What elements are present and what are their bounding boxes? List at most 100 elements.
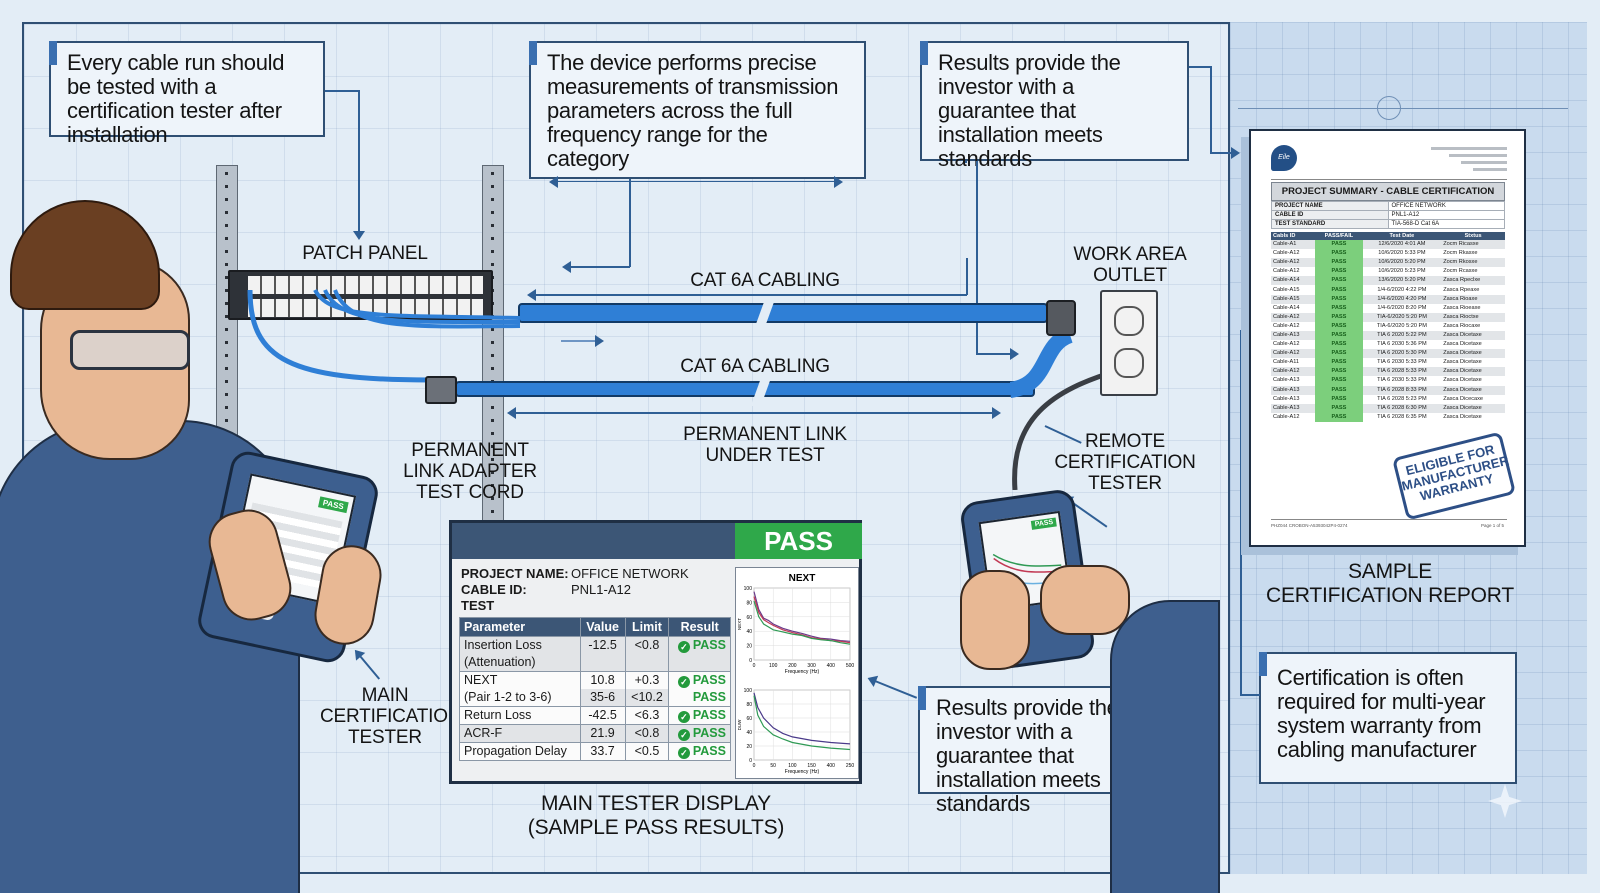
check-icon: ✓ <box>677 729 690 741</box>
cell-pass-fail: PASS <box>1315 285 1363 295</box>
leader-line <box>966 258 968 295</box>
header-line <box>1461 161 1507 164</box>
cell-test-date: TIA 6 2030 5:36 PM <box>1377 341 1427 348</box>
certification-report: Eile PROJECT SUMMARY - CABLE CERTIFICATI… <box>1249 129 1526 547</box>
cell-pass-fail: PASS <box>1315 258 1363 268</box>
y-axis-label: DUW <box>737 719 742 730</box>
y-tick-label: 60 <box>746 615 752 621</box>
cell-test-date: TIA 6 2020 5:22 PM <box>1362 330 1442 341</box>
cell-test-date: TIA 6 2028 5:23 PM <box>1377 395 1427 402</box>
label-permanent-link: PERMANENT LINK UNDER TEST <box>683 424 847 466</box>
cell-pass-fail: PASS <box>1315 367 1363 377</box>
dimension-line <box>1238 108 1568 109</box>
report-page-number: Page 1 of 5 <box>1480 523 1504 528</box>
cell-pass-fail: PASS <box>1315 321 1363 331</box>
cell-status: Zocm Ricasxe <box>1441 240 1505 250</box>
leader-line <box>976 161 978 353</box>
results-table: Parameter Value Limit Result Insertion L… <box>459 617 731 761</box>
cell-status: Zasca Dicetaxe <box>1443 377 1482 384</box>
cat6a-cable-bottom <box>455 381 1035 397</box>
report-caption-subtitle: CERTIFICATION REPORT <box>1265 584 1515 607</box>
callout-test-every-run: Every cable run should be tested with a … <box>49 41 325 147</box>
main-screen-pass-badge: PASS <box>317 496 349 514</box>
cell-cable-id: Cable-A1 <box>1271 240 1316 250</box>
check-icon: ✓ <box>677 676 690 688</box>
cell-cable-id: Cable-A12 <box>1273 268 1300 275</box>
cell-test-date: 12/6/2020 4:01 AM <box>1362 240 1442 250</box>
col-result: Result <box>668 617 731 637</box>
report-results-table: Cabls ID PASS/FAIL Test Date Stxtus Cabl… <box>1271 232 1505 422</box>
cell-cable-id: Cable-A15 <box>1273 286 1300 293</box>
label-main-tester: MAIN CERTIFICATION TESTER <box>320 685 462 748</box>
report-title: PROJECT SUMMARY - CABLE CERTIFICATION <box>1271 182 1505 201</box>
cell-test-date: TIA 6 2020 5:30 PM <box>1362 349 1442 359</box>
display-pass-status: PASS <box>735 523 862 559</box>
label-remote-tester: REMOTE CERTIFICATION TESTER <box>1054 431 1196 494</box>
cell-status: Zasca Dicetaxe <box>1441 349 1505 359</box>
cable-plug <box>1046 300 1076 336</box>
cell-status: Zasca Riocaxe <box>1443 322 1481 329</box>
table-row: Return Loss-42.5<6.3 ✓PASS <box>459 706 731 725</box>
x-tick-label: 50 <box>770 763 776 769</box>
y-tick-label: 20 <box>746 744 752 750</box>
y-tick-label: 80 <box>746 702 752 708</box>
cell-test-date: 10/6/2020 5:23 PM <box>1378 268 1426 275</box>
cell-cable-id: Cable-A13 <box>1271 385 1316 395</box>
cell-cable-id: Cable-A13 <box>1271 330 1316 341</box>
report-table-row: Cable-A15 PASS 1/4-6/2020 4:22 PM Zasca Rpe… <box>1271 285 1505 295</box>
cell-test-date: 1/4-6/2020 4:20 PM <box>1362 294 1442 304</box>
table-row: Insertion Loss-12.5<0.8 ✓PASS <box>459 636 731 654</box>
callout-warranty-requirement: Certification is often required for mult… <box>1259 652 1517 784</box>
cell-test-date: 1/4-6/2020 4:22 PM <box>1377 286 1427 293</box>
y-tick-label: 60 <box>746 716 752 722</box>
cell-pass-fail: PASS <box>1315 403 1363 413</box>
cell-cable-id: Cable-A15 <box>1271 294 1316 304</box>
cell-cable-id: Cable-A12 <box>1273 250 1300 257</box>
label-adapter-test-cord: PERMANENT LINK ADAPTER TEST CORD <box>403 440 537 503</box>
label-work-area-outlet: WORK AREA OUTLET <box>1073 244 1187 286</box>
cell-status: Zasca Dicetaxe <box>1441 367 1505 377</box>
info-row-project: PROJECT NAME:OFFICE NETWORK <box>461 566 689 581</box>
cell-cable-id: Cable-A14 <box>1273 304 1300 311</box>
remote-hand-left <box>960 570 1030 670</box>
cell-cable-id: Cable-A13 <box>1271 403 1316 413</box>
cell-status: Zasca Rpeaxe <box>1443 286 1480 293</box>
cell-status: Zasca Rioctxe <box>1441 312 1505 322</box>
outlet-cables <box>1010 327 1121 490</box>
series-line-pair-a <box>753 591 851 642</box>
cell-cable-id: Cable-A12 <box>1271 367 1316 377</box>
x-tick-label: 100 <box>788 763 797 769</box>
cell-cable-id: Cable-A11 <box>1273 359 1300 366</box>
leader-arrow-to-report <box>1210 147 1240 159</box>
permanent-link-span-arrow <box>507 407 1001 419</box>
series-line-measured <box>753 692 851 745</box>
y-tick-label: 40 <box>746 730 752 736</box>
y-tick-label: 100 <box>744 688 753 694</box>
remote-hand-right <box>1040 565 1130 635</box>
report-summary: PROJECT SUMMARY - CABLE CERTIFICATION PR… <box>1271 182 1505 229</box>
display-caption-title: MAIN TESTER DISPLAY <box>541 792 771 815</box>
callout-investor-guarantee-top: Results provide the investor with a guar… <box>920 41 1189 171</box>
cell-pass-fail: PASS <box>1315 303 1363 313</box>
cell-status: Zasca Rioeaxe <box>1443 304 1481 311</box>
patch-cords <box>247 288 521 383</box>
cell-status: Zocm Rcasxe <box>1443 268 1478 275</box>
cell-status: Zasca Rioaxe <box>1441 294 1505 304</box>
x-tick-label: 300 <box>807 663 816 669</box>
port-row <box>248 276 483 294</box>
leader-line <box>1240 694 1260 696</box>
cell-cable-id: Cable-A12 <box>1271 312 1316 322</box>
cell-pass-fail: PASS <box>1315 412 1363 422</box>
